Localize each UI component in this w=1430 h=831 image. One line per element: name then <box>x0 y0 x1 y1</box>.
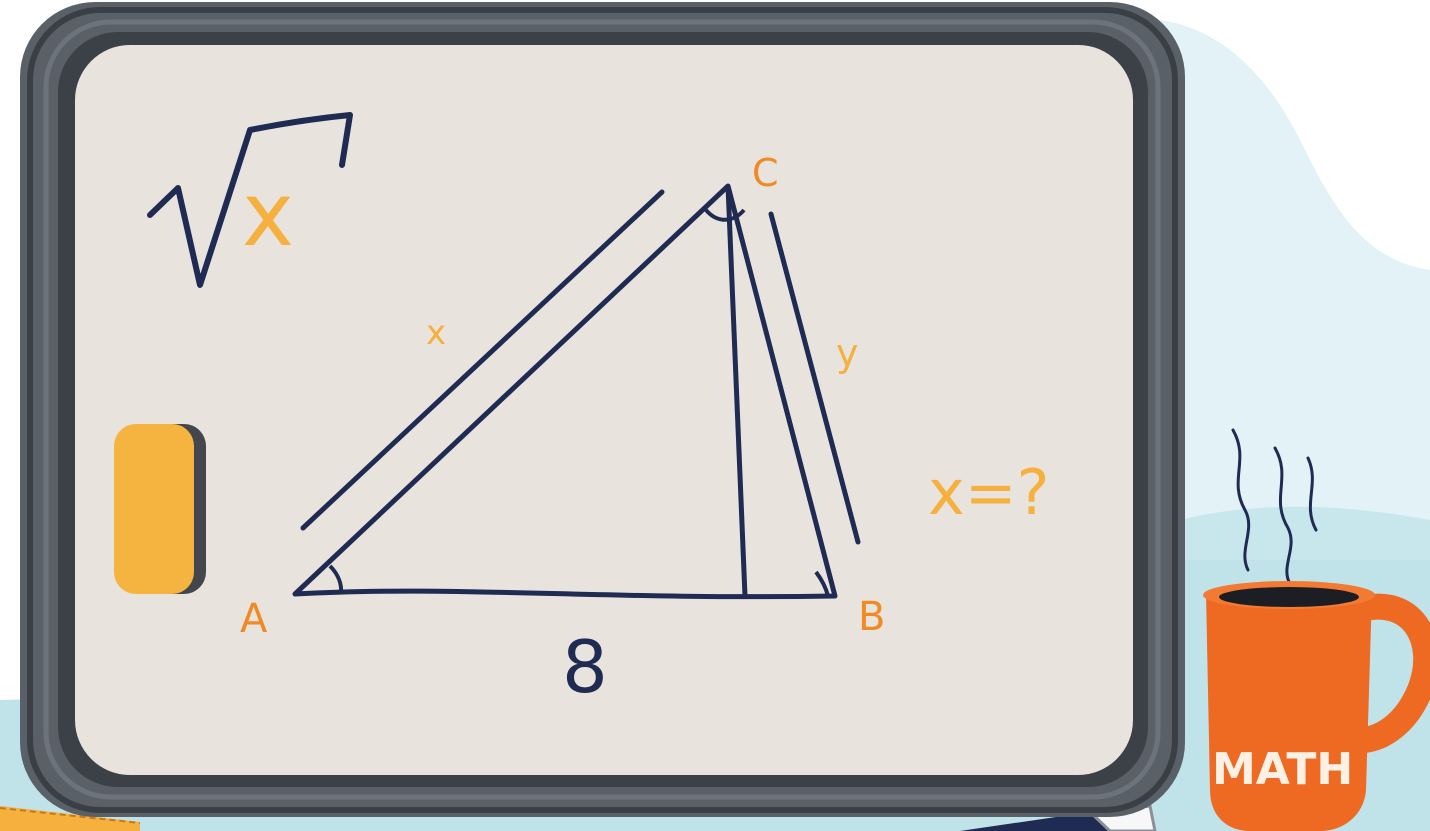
question-text: x=? <box>928 456 1050 529</box>
eraser <box>114 424 206 594</box>
triangle-diagram <box>292 183 861 600</box>
vertex-b-label: B <box>858 594 885 640</box>
base-length-label: 8 <box>562 625 608 709</box>
side-y-label: y <box>836 331 859 375</box>
formula-variable: x <box>242 163 294 266</box>
square-root-formula: x <box>147 112 353 288</box>
side-x-marker <box>300 189 665 531</box>
altitude-line <box>725 185 748 597</box>
angle-c-arc <box>704 208 746 222</box>
board <box>20 2 1185 817</box>
mug-label: MATH <box>1212 744 1353 795</box>
side-y-marker <box>768 211 861 545</box>
pencil <box>0 806 141 831</box>
vertex-c-label: C <box>752 151 779 195</box>
steam-icon <box>1231 428 1251 572</box>
coffee-mug: MATH <box>1203 428 1430 831</box>
side-x-label: x <box>426 313 446 353</box>
angle-b-arc <box>814 570 830 597</box>
angle-a-arc <box>328 564 344 595</box>
vertex-a-label: A <box>240 596 268 642</box>
